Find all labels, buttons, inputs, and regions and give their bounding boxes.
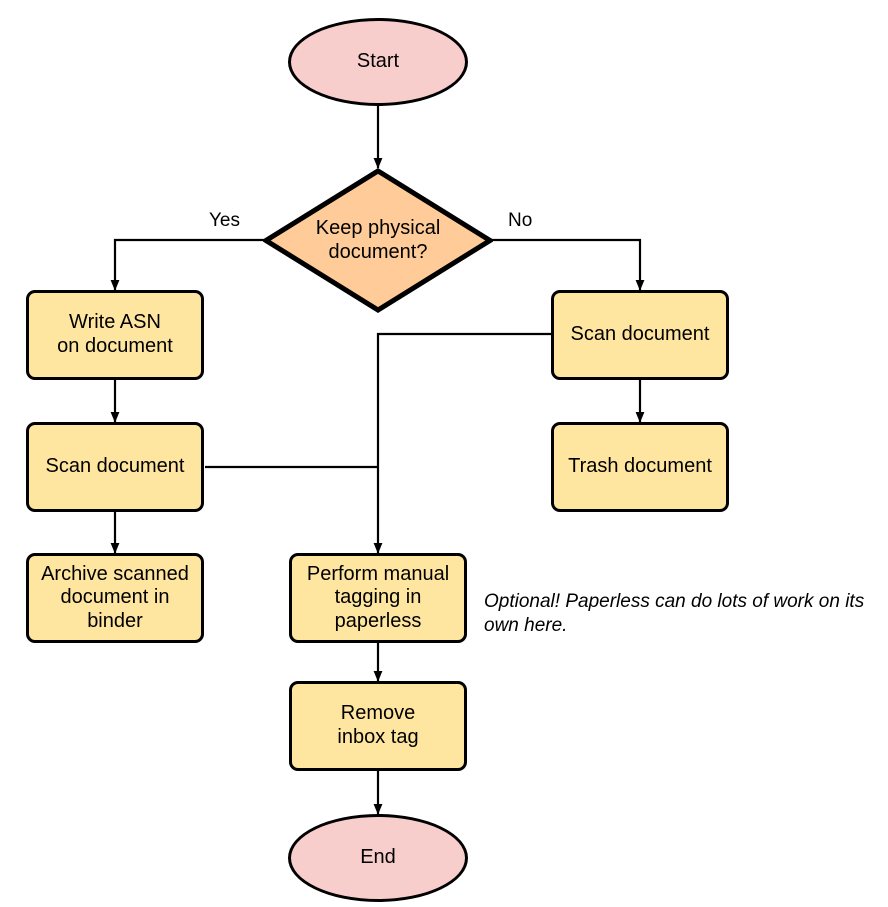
node-scan-document-left-label: Scan document (45, 455, 185, 478)
diamond-shape (263, 168, 493, 313)
node-manual-tagging-label: Perform manual tagging in paperless (306, 562, 450, 632)
node-end[interactable]: End (288, 814, 468, 902)
node-trash-document[interactable]: Trash document (551, 422, 729, 512)
edge-label-yes-text: Yes (209, 210, 240, 231)
node-start[interactable]: Start (288, 18, 468, 106)
annotation-optional-note-text: Optional! Paperless can do lots of work … (484, 591, 865, 637)
node-archive-in-binder-label: Archive scanned document in binder (41, 562, 189, 632)
node-manual-tagging[interactable]: Perform manual tagging in paperless (289, 553, 467, 643)
edge-decision-no-to-scan-right (491, 238, 645, 291)
node-write-asn[interactable]: Write ASN on document (26, 290, 204, 380)
edge-label-no: No (508, 210, 532, 232)
node-scan-document-right[interactable]: Scan document (551, 290, 729, 380)
node-write-asn-label: Write ASN on document (57, 311, 173, 357)
node-trash-document-label: Trash document (568, 455, 712, 478)
edge-label-yes: Yes (209, 210, 240, 232)
node-scan-document-right-label: Scan document (570, 323, 710, 346)
edge-label-no-text: No (508, 210, 533, 231)
annotation-optional-note: Optional! Paperless can do lots of work … (484, 590, 884, 639)
edge-decision-yes-to-write-asn (110, 238, 265, 291)
node-end-label: End (360, 846, 396, 869)
node-decision-label: Keep physical document? (315, 216, 441, 263)
node-remove-inbox-tag[interactable]: Remove inbox tag (289, 681, 467, 771)
node-archive-in-binder[interactable]: Archive scanned document in binder (26, 553, 204, 643)
node-scan-document-left[interactable]: Scan document (26, 422, 204, 512)
node-decision-keep-physical[interactable]: Keep physical document? (263, 168, 493, 313)
node-remove-inbox-tag-label: Remove inbox tag (337, 702, 419, 748)
node-start-label: Start (356, 50, 400, 73)
